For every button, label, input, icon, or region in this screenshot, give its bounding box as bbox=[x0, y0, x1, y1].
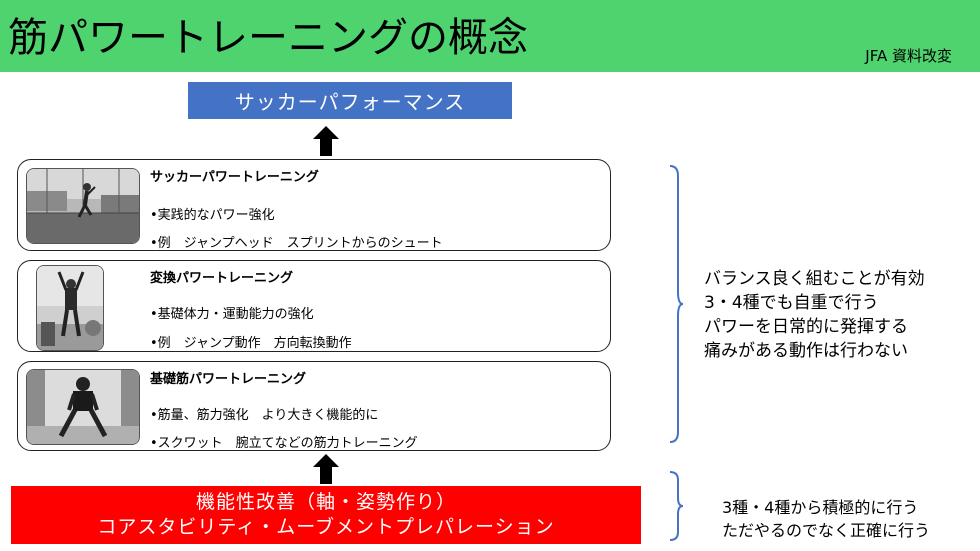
functional-improvement-box: 機能性改善（軸・姿勢作り） コアスタビリティ・ムーブメントプレパレーション bbox=[11, 486, 641, 544]
card-bullet: •実践的なパワー強化 bbox=[150, 208, 275, 223]
up-arrow-icon bbox=[313, 454, 339, 484]
note-line: パワーを日常的に発揮する bbox=[704, 317, 908, 337]
note-line: 3種・4種から積極的に行う bbox=[722, 498, 919, 517]
note-base: 3種・4種から積極的に行う ただやるのでなく正確に行う bbox=[722, 496, 930, 542]
photo-jump-movement bbox=[36, 265, 104, 351]
note-line: ただやるのでなく正確に行う bbox=[722, 521, 931, 540]
note-line: バランス良く組むことが有効 bbox=[704, 269, 925, 289]
header-bar: 筋パワートレーニングの概念 JFA 資料改変 bbox=[0, 0, 980, 72]
up-arrow-icon bbox=[313, 126, 339, 156]
source-credit: JFA 資料改変 bbox=[865, 47, 952, 65]
card-bullet: •スクワット 腕立てなどの筋力トレーニング bbox=[150, 436, 418, 451]
card-title: 基礎筋パワートレーニング bbox=[150, 372, 307, 387]
page-title: 筋パワートレーニングの概念 bbox=[8, 15, 528, 61]
functional-improvement-line: 機能性改善（軸・姿勢作り） bbox=[195, 491, 456, 513]
note-line: 3・4種でも自重で行う bbox=[704, 293, 879, 313]
card-title: サッカーパワートレーニング bbox=[150, 170, 319, 185]
functional-improvement-line: コアスタビリティ・ムーブメントプレパレーション bbox=[97, 516, 555, 538]
card-bullet: •例 ジャンプ動作 方向転換動作 bbox=[150, 336, 352, 351]
photo-jump-header bbox=[26, 168, 140, 244]
card-bullet: •例 ジャンプヘッド スプリントからのシュート bbox=[150, 236, 443, 251]
soccer-performance-box: サッカーパフォーマンス bbox=[188, 82, 512, 119]
right-brace-icon bbox=[668, 164, 684, 448]
note-line: 痛みがある動作は行わない bbox=[704, 341, 908, 361]
card-soccer-power-training: サッカーパワートレーニング •実践的なパワー強化 •例 ジャンプヘッド スプリン… bbox=[17, 159, 611, 251]
card-conversion-power-training: 変換パワートレーニング •基礎体力・運動能力の強化 •例 ジャンプ動作 方向転換… bbox=[17, 260, 611, 352]
card-title: 変換パワートレーニング bbox=[150, 271, 294, 286]
right-brace-icon bbox=[668, 470, 684, 546]
card-bullet: •基礎体力・運動能力の強化 bbox=[150, 307, 314, 322]
card-basic-muscle-power-training: 基礎筋パワートレーニング •筋量、筋力強化 より大きく機能的に •スクワット 腕… bbox=[17, 361, 611, 451]
card-bullet: •筋量、筋力強化 より大きく機能的に bbox=[150, 408, 379, 423]
photo-squat-training bbox=[26, 369, 140, 445]
